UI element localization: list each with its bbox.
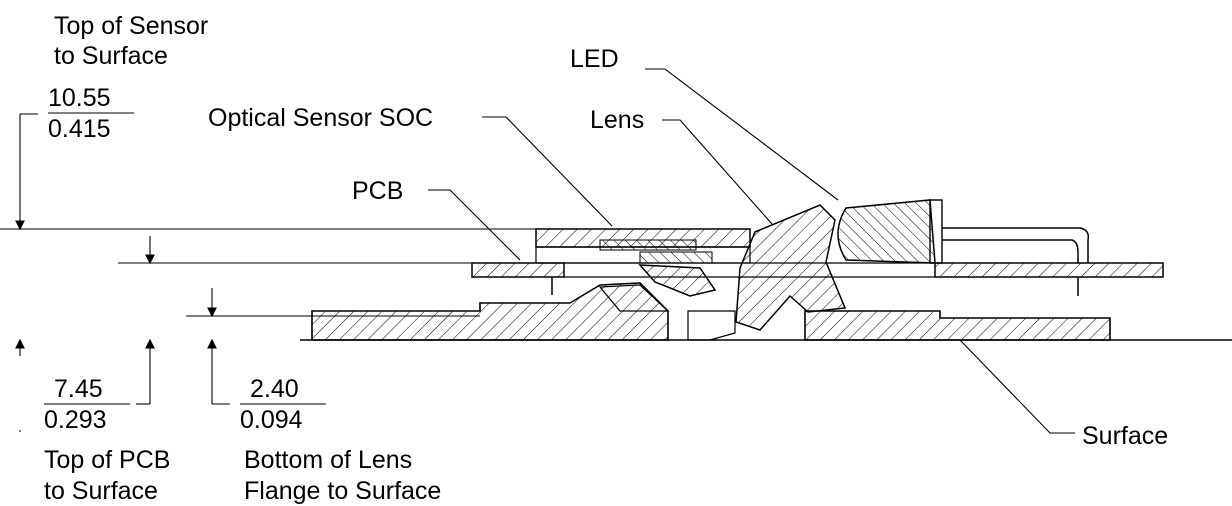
led [837,199,1090,264]
top-of-sensor-inch: 0.415 [48,115,111,143]
lens-flange-inch: 0.094 [240,406,303,434]
led-label: LED [570,45,619,73]
pcb-label: PCB [352,177,404,205]
lens [598,204,847,331]
top-of-pcb-mm: 7.45 [54,375,103,403]
optical-sensor-soc-label: Optical Sensor SOC [208,104,434,132]
leader-lines [428,68,1075,434]
lens-label: Lens [590,106,645,134]
top-of-pcb-label-line2: to Surface [44,477,158,505]
lens-flange-label-line2: Flange to Surface [244,477,442,505]
surface-label: Surface [1082,422,1169,450]
top-of-sensor-label-line2: to Surface [54,42,168,70]
top-of-pcb-inch: 0.293 [44,406,107,434]
lens-flange-mm: 2.40 [250,375,299,403]
optical-sensor-soc [535,228,751,264]
base-plate [311,282,1111,341]
top-of-sensor-label-line1: Top of Sensor [54,12,209,40]
dimension-lines [0,112,536,432]
top-of-sensor-mm: 10.55 [48,84,111,112]
lens-flange-label-line1: Bottom of Lens [244,446,413,474]
top-of-pcb-label-line1: Top of PCB [44,446,171,474]
